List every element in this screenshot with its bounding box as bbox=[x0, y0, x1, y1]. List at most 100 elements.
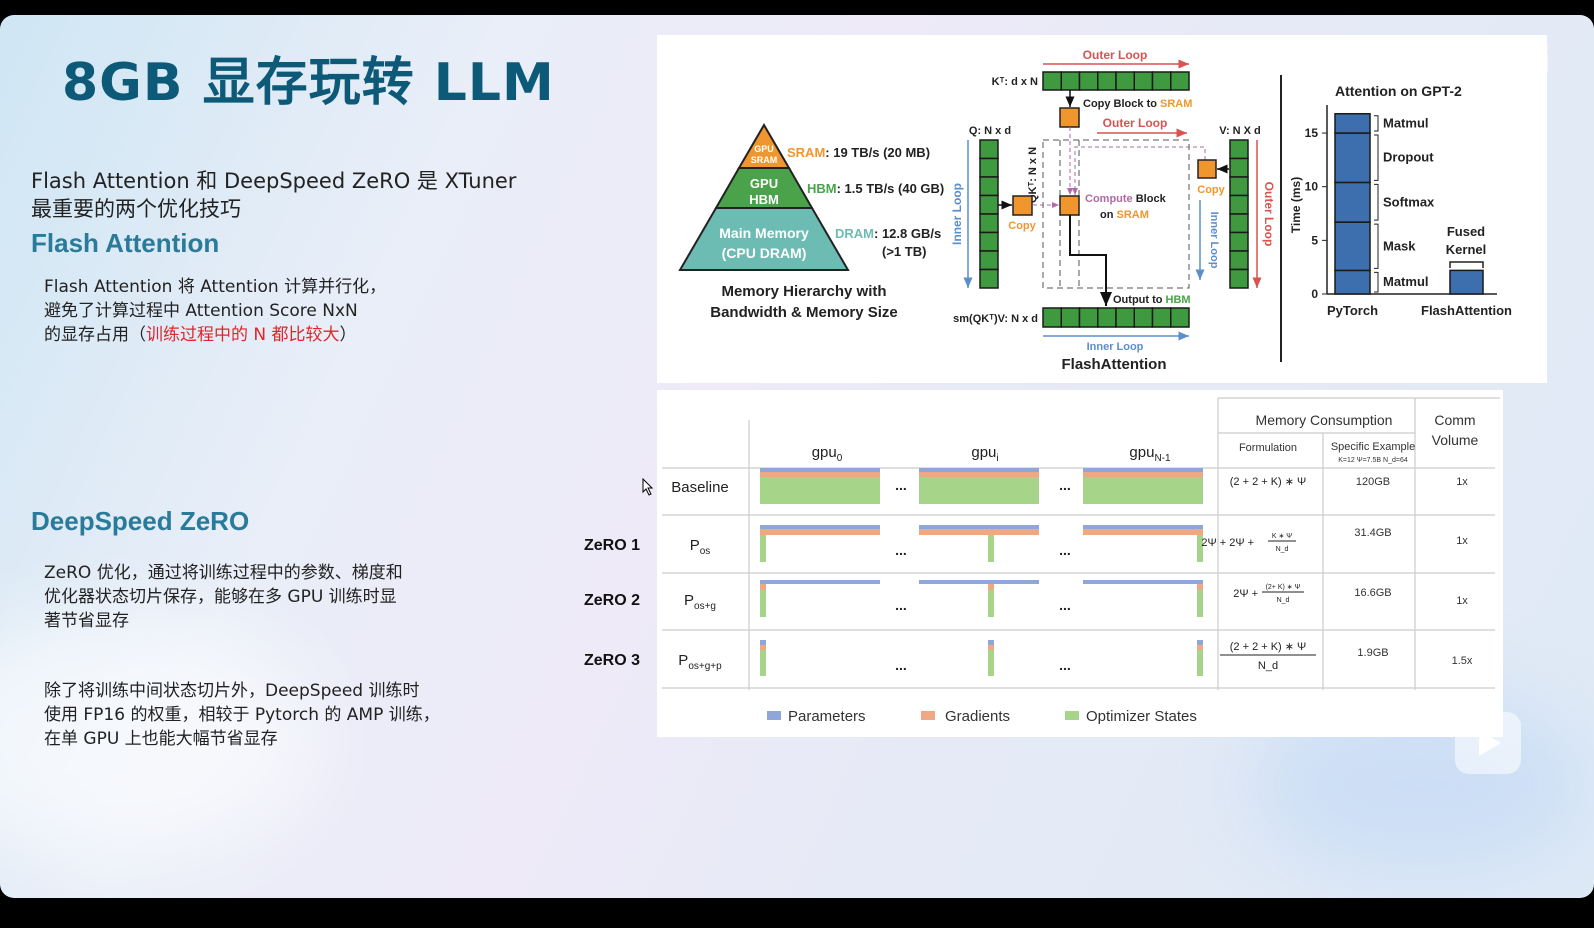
fused-kernel-label: Fused bbox=[1447, 224, 1485, 239]
stage-label: ZeRO 1 bbox=[584, 537, 640, 554]
pyramid-caption: Bandwidth & Memory Size bbox=[710, 304, 898, 321]
flash-attention-diagram: GPU SRAM GPU HBM Main Memory (CPU DRAM) … bbox=[678, 48, 1512, 373]
row-label-sub: os bbox=[700, 546, 711, 557]
matrix-cell bbox=[979, 139, 999, 160]
memory-bar bbox=[760, 477, 880, 504]
dram-bandwidth: DRAM: 12.8 GB/s bbox=[835, 226, 941, 241]
t: i bbox=[996, 453, 998, 464]
output-matrix bbox=[1042, 307, 1190, 328]
output-arrow bbox=[1069, 215, 1112, 306]
inner-loop-label: Inner Loop bbox=[950, 183, 964, 245]
y-axis-label: Time (ms) bbox=[1289, 177, 1303, 233]
stage-label: ZeRO 2 bbox=[584, 592, 640, 609]
pyramid-caption: Memory Hierarchy with bbox=[721, 283, 886, 300]
row-label: Baseline bbox=[671, 479, 729, 496]
flash-attention-figure: GPU SRAM GPU HBM Main Memory (CPU DRAM) … bbox=[657, 35, 1547, 383]
example-params: K=12 Ψ=7.5B N_d=64 bbox=[1338, 457, 1408, 464]
key: DRAM bbox=[835, 226, 874, 241]
example-value: 1.9GB bbox=[1357, 647, 1388, 659]
matrix-cell bbox=[1060, 307, 1081, 328]
q-matrix bbox=[979, 139, 999, 289]
segment-label: Matmul bbox=[1383, 115, 1429, 130]
memory-bar bbox=[760, 468, 880, 472]
gpt2-attention-chart: Attention on GPT-2 Time (ms) 051015Matmu… bbox=[1289, 83, 1512, 318]
highlight-text: 训练过程中的 N 都比较大 bbox=[146, 325, 340, 345]
matrix-cell bbox=[979, 176, 999, 197]
memory-bar bbox=[1083, 468, 1203, 472]
flash-text-line: 的显存占用（训练过程中的 N 都比较大） bbox=[44, 323, 357, 347]
inner-loop-label: Inner Loop bbox=[1208, 212, 1220, 269]
sram-block bbox=[1059, 107, 1080, 128]
flash-algorithm: Outer Loop Kᵀ: d x N Copy Block to SRAM … bbox=[950, 48, 1276, 373]
matrix-cell bbox=[1229, 176, 1249, 197]
text: ） bbox=[339, 325, 357, 345]
formula: (2+ K) ∗ Ψ bbox=[1266, 584, 1301, 591]
zero-text-line: 除了将训练中间状态切片外，DeepSpeed 训练时 bbox=[44, 681, 420, 701]
matrix-cell bbox=[1229, 250, 1249, 271]
matrix-cell bbox=[979, 250, 999, 271]
bar-segment bbox=[1449, 269, 1484, 295]
t: Compute bbox=[1085, 193, 1133, 205]
optimizer-swatch bbox=[1065, 711, 1079, 720]
memory-bar bbox=[1197, 640, 1203, 645]
memory-bar bbox=[988, 650, 994, 676]
layer-label: GPU bbox=[754, 144, 774, 154]
matrix-cell bbox=[1133, 307, 1154, 328]
inner-loop-label: Inner Loop bbox=[1087, 341, 1144, 353]
layer-label: (CPU DRAM) bbox=[722, 245, 807, 261]
bar-segment bbox=[1334, 221, 1371, 272]
zero-figure-bg bbox=[657, 390, 1503, 737]
row-label: Pos+g+p bbox=[678, 652, 722, 672]
matrix-cell bbox=[1229, 139, 1249, 160]
key: SRAM bbox=[787, 145, 825, 160]
example-value: 16.6GB bbox=[1354, 587, 1391, 599]
outer-loop-label: Outer Loop bbox=[1103, 116, 1168, 130]
y-tick-label: 0 bbox=[1311, 287, 1318, 301]
v-block bbox=[1197, 159, 1217, 179]
legend-parameters: Parameters bbox=[788, 708, 866, 725]
ellipsis: ... bbox=[895, 597, 907, 613]
matrix-cell bbox=[979, 157, 999, 178]
ellipsis: ... bbox=[1059, 597, 1071, 613]
ellipsis: ... bbox=[1059, 477, 1071, 493]
matrix-cell bbox=[1115, 307, 1135, 328]
matrix-cell bbox=[1170, 307, 1190, 328]
dram-size: (>1 TB) bbox=[882, 244, 926, 259]
legend-gradients: Gradients bbox=[945, 708, 1010, 725]
memory-bar bbox=[919, 472, 1039, 477]
copy-label: Copy bbox=[1008, 220, 1036, 232]
zero-text-line: 优化器状态切片保存，能够在多 GPU 训练时显 bbox=[44, 587, 397, 607]
bilibili-logo: bilibili bbox=[1425, 40, 1551, 81]
memory-bar bbox=[1197, 535, 1203, 562]
gpu-header: gpu0 bbox=[812, 444, 843, 464]
memory-bar bbox=[919, 525, 1039, 529]
comm-header: Comm bbox=[1434, 412, 1475, 428]
bar-segment bbox=[1334, 181, 1371, 223]
bracket bbox=[1374, 223, 1379, 269]
matrix-cell bbox=[1097, 71, 1117, 91]
ellipsis: ... bbox=[895, 477, 907, 493]
memory-bar bbox=[1083, 580, 1203, 584]
ellipsis: ... bbox=[895, 542, 907, 558]
memory-pyramid: GPU SRAM GPU HBM Main Memory (CPU DRAM) … bbox=[678, 123, 944, 321]
t: Block bbox=[1133, 193, 1167, 205]
memory-bar bbox=[988, 535, 994, 562]
output-label: Output to HBM bbox=[1113, 294, 1191, 306]
val: : 19 TB/s (20 MB) bbox=[825, 145, 930, 160]
fused-kernel-label: Kernel bbox=[1446, 242, 1486, 257]
intro-line: 最重要的两个优化技巧 bbox=[31, 197, 241, 221]
t: Output to bbox=[1113, 294, 1166, 306]
play-button[interactable] bbox=[1455, 712, 1521, 774]
zero-text-line: ZeRO 优化，通过将训练过程中的参数、梯度和 bbox=[44, 563, 403, 583]
example-value: 120GB bbox=[1356, 476, 1390, 488]
layer-label: Main Memory bbox=[719, 225, 809, 241]
matrix-cell bbox=[1151, 307, 1172, 328]
memory-bar bbox=[1083, 525, 1203, 529]
comm-volume: 1x bbox=[1456, 595, 1468, 607]
matrix-cell bbox=[1115, 71, 1135, 91]
memory-bar bbox=[988, 590, 994, 617]
chart-title: Attention on GPT-2 bbox=[1335, 83, 1462, 99]
matrix-cell bbox=[1229, 194, 1249, 215]
